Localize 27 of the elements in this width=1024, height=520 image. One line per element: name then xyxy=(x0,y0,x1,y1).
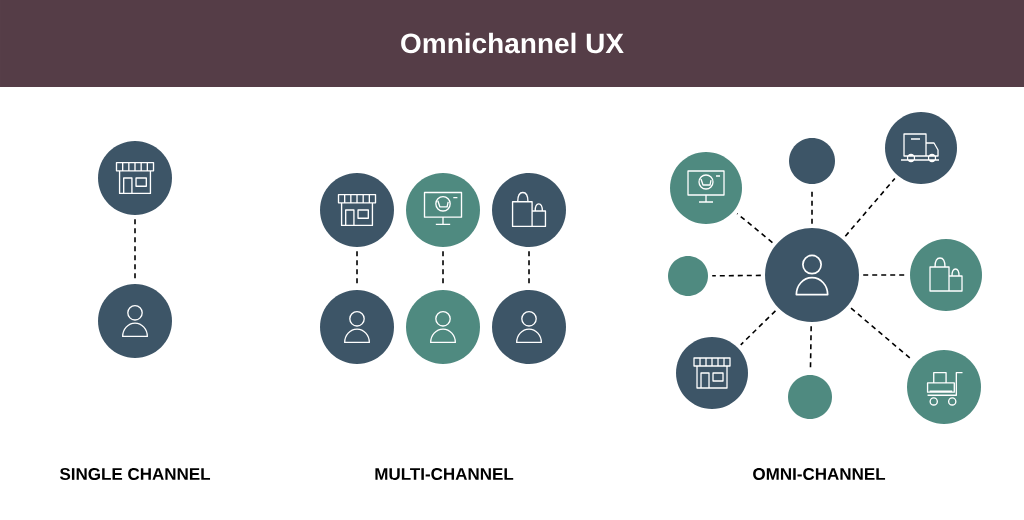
circle-node xyxy=(789,138,835,184)
circle-node xyxy=(320,290,394,364)
circle-node xyxy=(765,228,859,322)
connector-line xyxy=(739,310,777,346)
circle-node xyxy=(885,112,957,184)
connector-line xyxy=(736,212,774,244)
section-label: MULTI-CHANNEL xyxy=(375,468,514,481)
circle-node xyxy=(406,173,480,247)
circle-node xyxy=(492,290,566,364)
connector-line xyxy=(862,274,907,276)
circle-node xyxy=(98,141,172,215)
circle-node xyxy=(910,239,982,311)
circle-node xyxy=(788,375,832,419)
title: Omnichannel UX xyxy=(401,32,624,54)
section-label: SINGLE CHANNEL xyxy=(59,468,210,481)
circle-node xyxy=(492,173,566,247)
circle-node xyxy=(670,152,742,224)
connector-line xyxy=(844,177,896,237)
section-label: OMNI-CHANNEL xyxy=(753,468,886,481)
circle-node xyxy=(320,173,394,247)
connector-line xyxy=(711,274,762,277)
circle-node xyxy=(676,337,748,409)
circle-node xyxy=(406,290,480,364)
circle-node xyxy=(98,284,172,358)
circle-node xyxy=(668,256,708,296)
connector-line xyxy=(134,218,136,281)
circle-node xyxy=(907,350,981,424)
